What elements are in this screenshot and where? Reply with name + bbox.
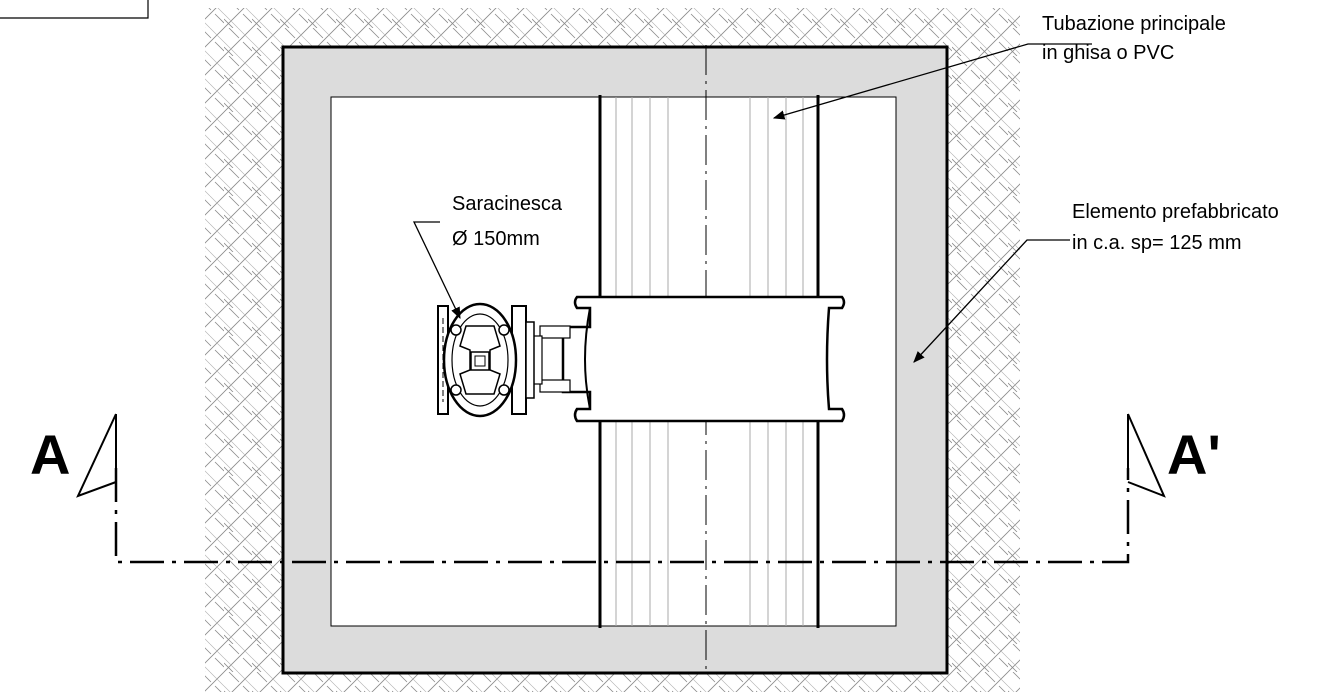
pipe-label-line1: Tubazione principale (1042, 13, 1226, 35)
element-label-line1: Elemento prefabbricato (1072, 201, 1279, 223)
title-block-corner (0, 0, 149, 19)
valve-label-line1: Saracinesca (452, 193, 563, 215)
section-arrow-left (76, 413, 117, 498)
valve-label-line2: Ø 150mm (452, 228, 540, 250)
gate-valve (437, 302, 535, 418)
section-arrow-right (1127, 413, 1166, 498)
section-line (76, 413, 1166, 564)
section-label-left: A (30, 423, 70, 486)
pipe-label-line2: in ghisa o PVC (1042, 42, 1174, 64)
section-label-right: A' (1167, 423, 1221, 486)
element-label-line2: in c.a. sp= 125 mm (1072, 232, 1242, 254)
leader-lines (412, 43, 1092, 363)
